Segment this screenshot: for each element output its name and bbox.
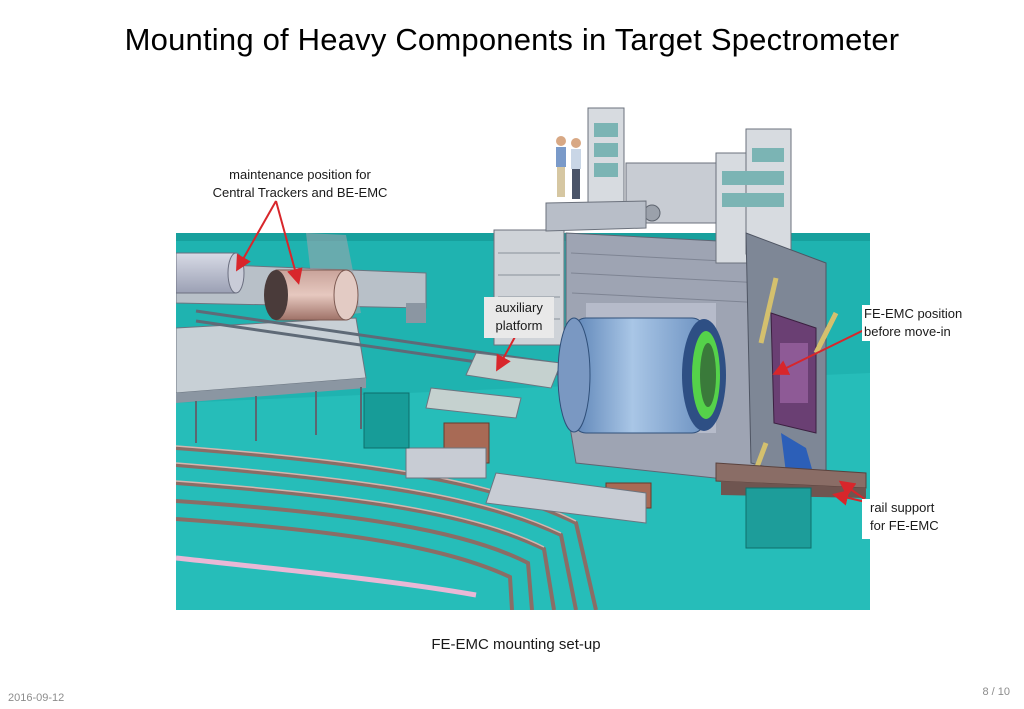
rail-support — [715, 462, 867, 549]
workers — [556, 136, 581, 199]
maintenance-position-label: maintenance position for Central Tracker… — [200, 166, 400, 202]
auxiliary-label-line1: auxiliary — [495, 300, 543, 315]
maintenance-label-line1: maintenance position for — [229, 167, 371, 182]
rail-support-label: rail support for FE-EMC — [862, 499, 980, 539]
maintenance-label-line2: Central Trackers and BE-EMC — [212, 185, 388, 200]
feemc-label-line1: FE-EMC position — [864, 306, 963, 321]
target-spectrometer-drawing — [176, 107, 870, 610]
rail-label-line1: rail support — [870, 500, 935, 515]
feemc-label-line2: before move-in — [864, 324, 951, 339]
slide-date: 2016-09-12 — [8, 692, 65, 704]
forward-endcap — [745, 232, 839, 484]
cad-illustration — [176, 103, 870, 610]
page-number: 8 / 10 — [982, 686, 1010, 698]
fe-emc-barrel — [557, 317, 726, 434]
slide-title: Mounting of Heavy Components in Target S… — [124, 22, 900, 57]
figure-caption: FE-EMC mounting set-up — [431, 636, 601, 653]
fe-emc-position-label: FE-EMC position before move-in — [862, 305, 984, 341]
rail-label-line2: for FE-EMC — [870, 518, 939, 533]
auxiliary-label-line2: platform — [495, 318, 543, 333]
electronics-racks — [545, 107, 792, 264]
auxiliary-platform-label: auxiliary platform — [484, 297, 554, 338]
central-tracker — [176, 252, 245, 294]
be-emc-barrel — [264, 269, 359, 321]
